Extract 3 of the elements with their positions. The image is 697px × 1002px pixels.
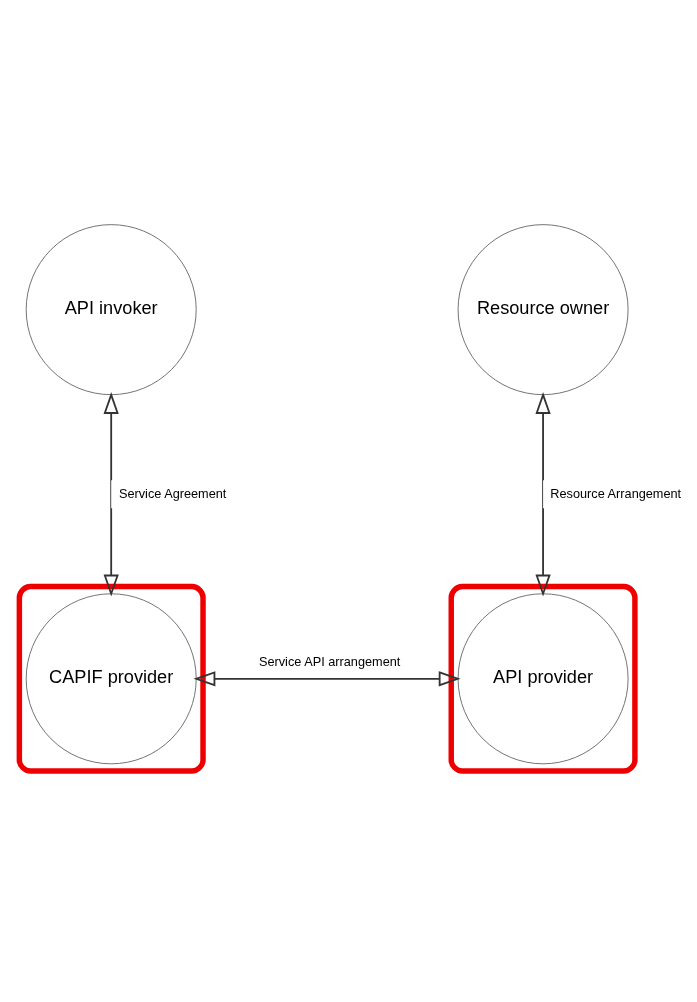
edge-label: Resource Arrangement	[550, 485, 682, 501]
edge-label: Service API arrangement	[258, 653, 401, 669]
edge-label: Service Agreement	[118, 485, 227, 501]
